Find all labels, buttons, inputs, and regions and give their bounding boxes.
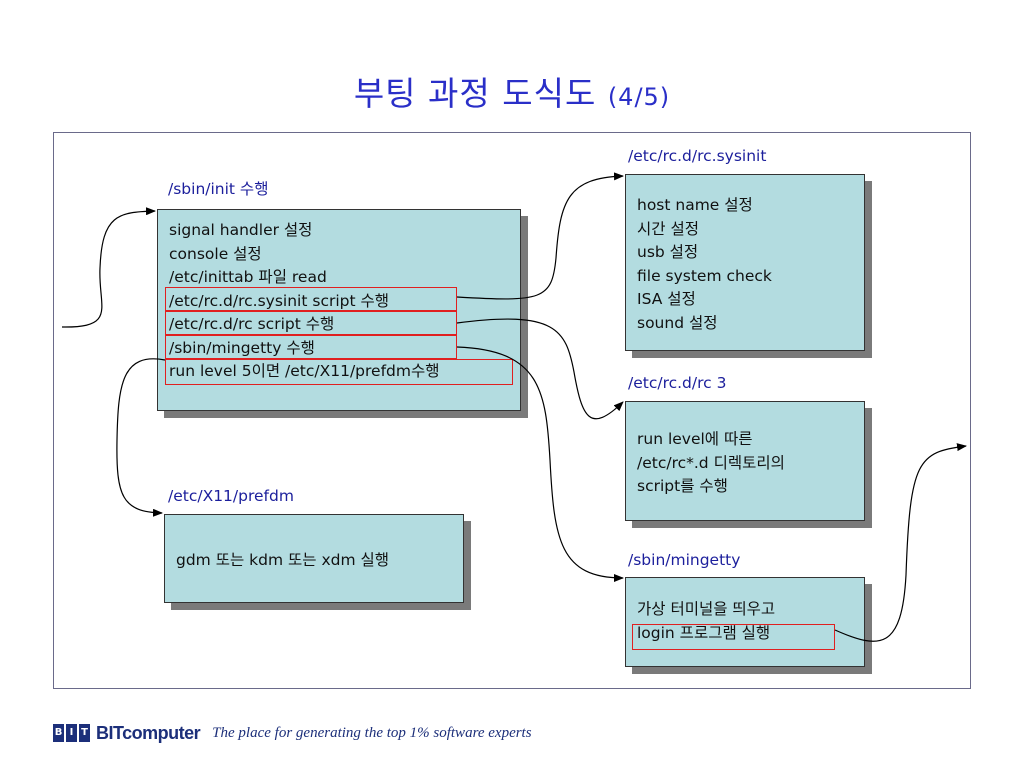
init-line-1: signal handler 설정 [169,221,313,239]
sysinit-line-1: host name 설정 [637,196,753,214]
highlight-login [632,624,835,650]
diagram-frame [53,132,971,689]
slide-title-number: (4/5) [607,83,671,111]
init-line-3: /etc/inittab 파일 read [169,268,327,286]
logo-letter-b: B [53,724,64,742]
highlight-rc-sysinit [165,287,457,311]
init-line-5: /etc/rc.d/rc script 수행 [169,315,335,333]
init-box-label: /sbin/init 수행 [168,180,269,198]
sysinit-box: host name 설정 시간 설정 usb 설정 file system ch… [625,174,865,351]
prefdm-line-1: gdm 또는 kdm 또는 xdm 실행 [176,551,389,569]
rc-box: run level에 따른 /etc/rc*.d 디렉토리의 script를 수… [625,401,865,521]
arrow-entry-to-init [61,207,156,328]
highlight-prefdm [165,359,513,385]
highlight-mingetty [165,335,457,359]
prefdm-box: gdm 또는 kdm 또는 xdm 실행 [164,514,464,603]
sysinit-line-3: usb 설정 [637,243,699,261]
arrow-init-to-mingetty [456,346,624,582]
arrow-init-to-rc [456,318,624,420]
slide-title: 부팅 과정 도식도 (4/5) [0,72,1024,119]
sysinit-line-5: ISA 설정 [637,290,696,308]
sysinit-line-4: file system check [637,266,772,285]
rc-line-2: /etc/rc*.d 디렉토리의 [637,453,785,472]
brand-name: BITcomputer [96,722,201,743]
footer: B I T BITcomputer The place for generati… [53,721,532,745]
brand-logo-icon: B I T [53,724,90,742]
rc-line-1: run level에 따른 [637,430,753,448]
slide-title-text: 부팅 과정 도식도 [353,74,597,113]
init-line-7: run level 5이면 /etc/X11/prefdm수행 [169,362,440,380]
init-line-6: /sbin/mingetty 수행 [169,338,315,357]
rc-box-label: /etc/rc.d/rc 3 [628,374,727,392]
highlight-rc-script [165,311,457,335]
arrow-mingetty-to-exit [834,443,967,642]
rc-line-3: script를 수행 [637,477,728,495]
brand-tagline: The place for generating the top 1% soft… [212,724,532,741]
mingetty-box: 가상 터미널을 띄우고 login 프로그램 실행 [625,577,865,667]
mingetty-line-1: 가상 터미널을 띄우고 [637,600,776,618]
sysinit-line-6: sound 설정 [637,313,718,332]
arrow-init-to-prefdm [116,358,166,517]
prefdm-box-label: /etc/X11/prefdm [168,487,294,505]
logo-letter-i: I [66,724,77,742]
init-line-4: /etc/rc.d/rc.sysinit script 수행 [169,291,390,310]
logo-letter-t: T [79,724,90,742]
sysinit-box-label: /etc/rc.d/rc.sysinit [628,147,767,165]
arrow-init-to-sysinit [456,172,624,300]
mingetty-line-2: login 프로그램 실행 [637,623,771,642]
sysinit-line-2: 시간 설정 [637,219,699,238]
init-line-2: console 설정 [169,244,262,263]
mingetty-box-label: /sbin/mingetty [628,551,741,569]
